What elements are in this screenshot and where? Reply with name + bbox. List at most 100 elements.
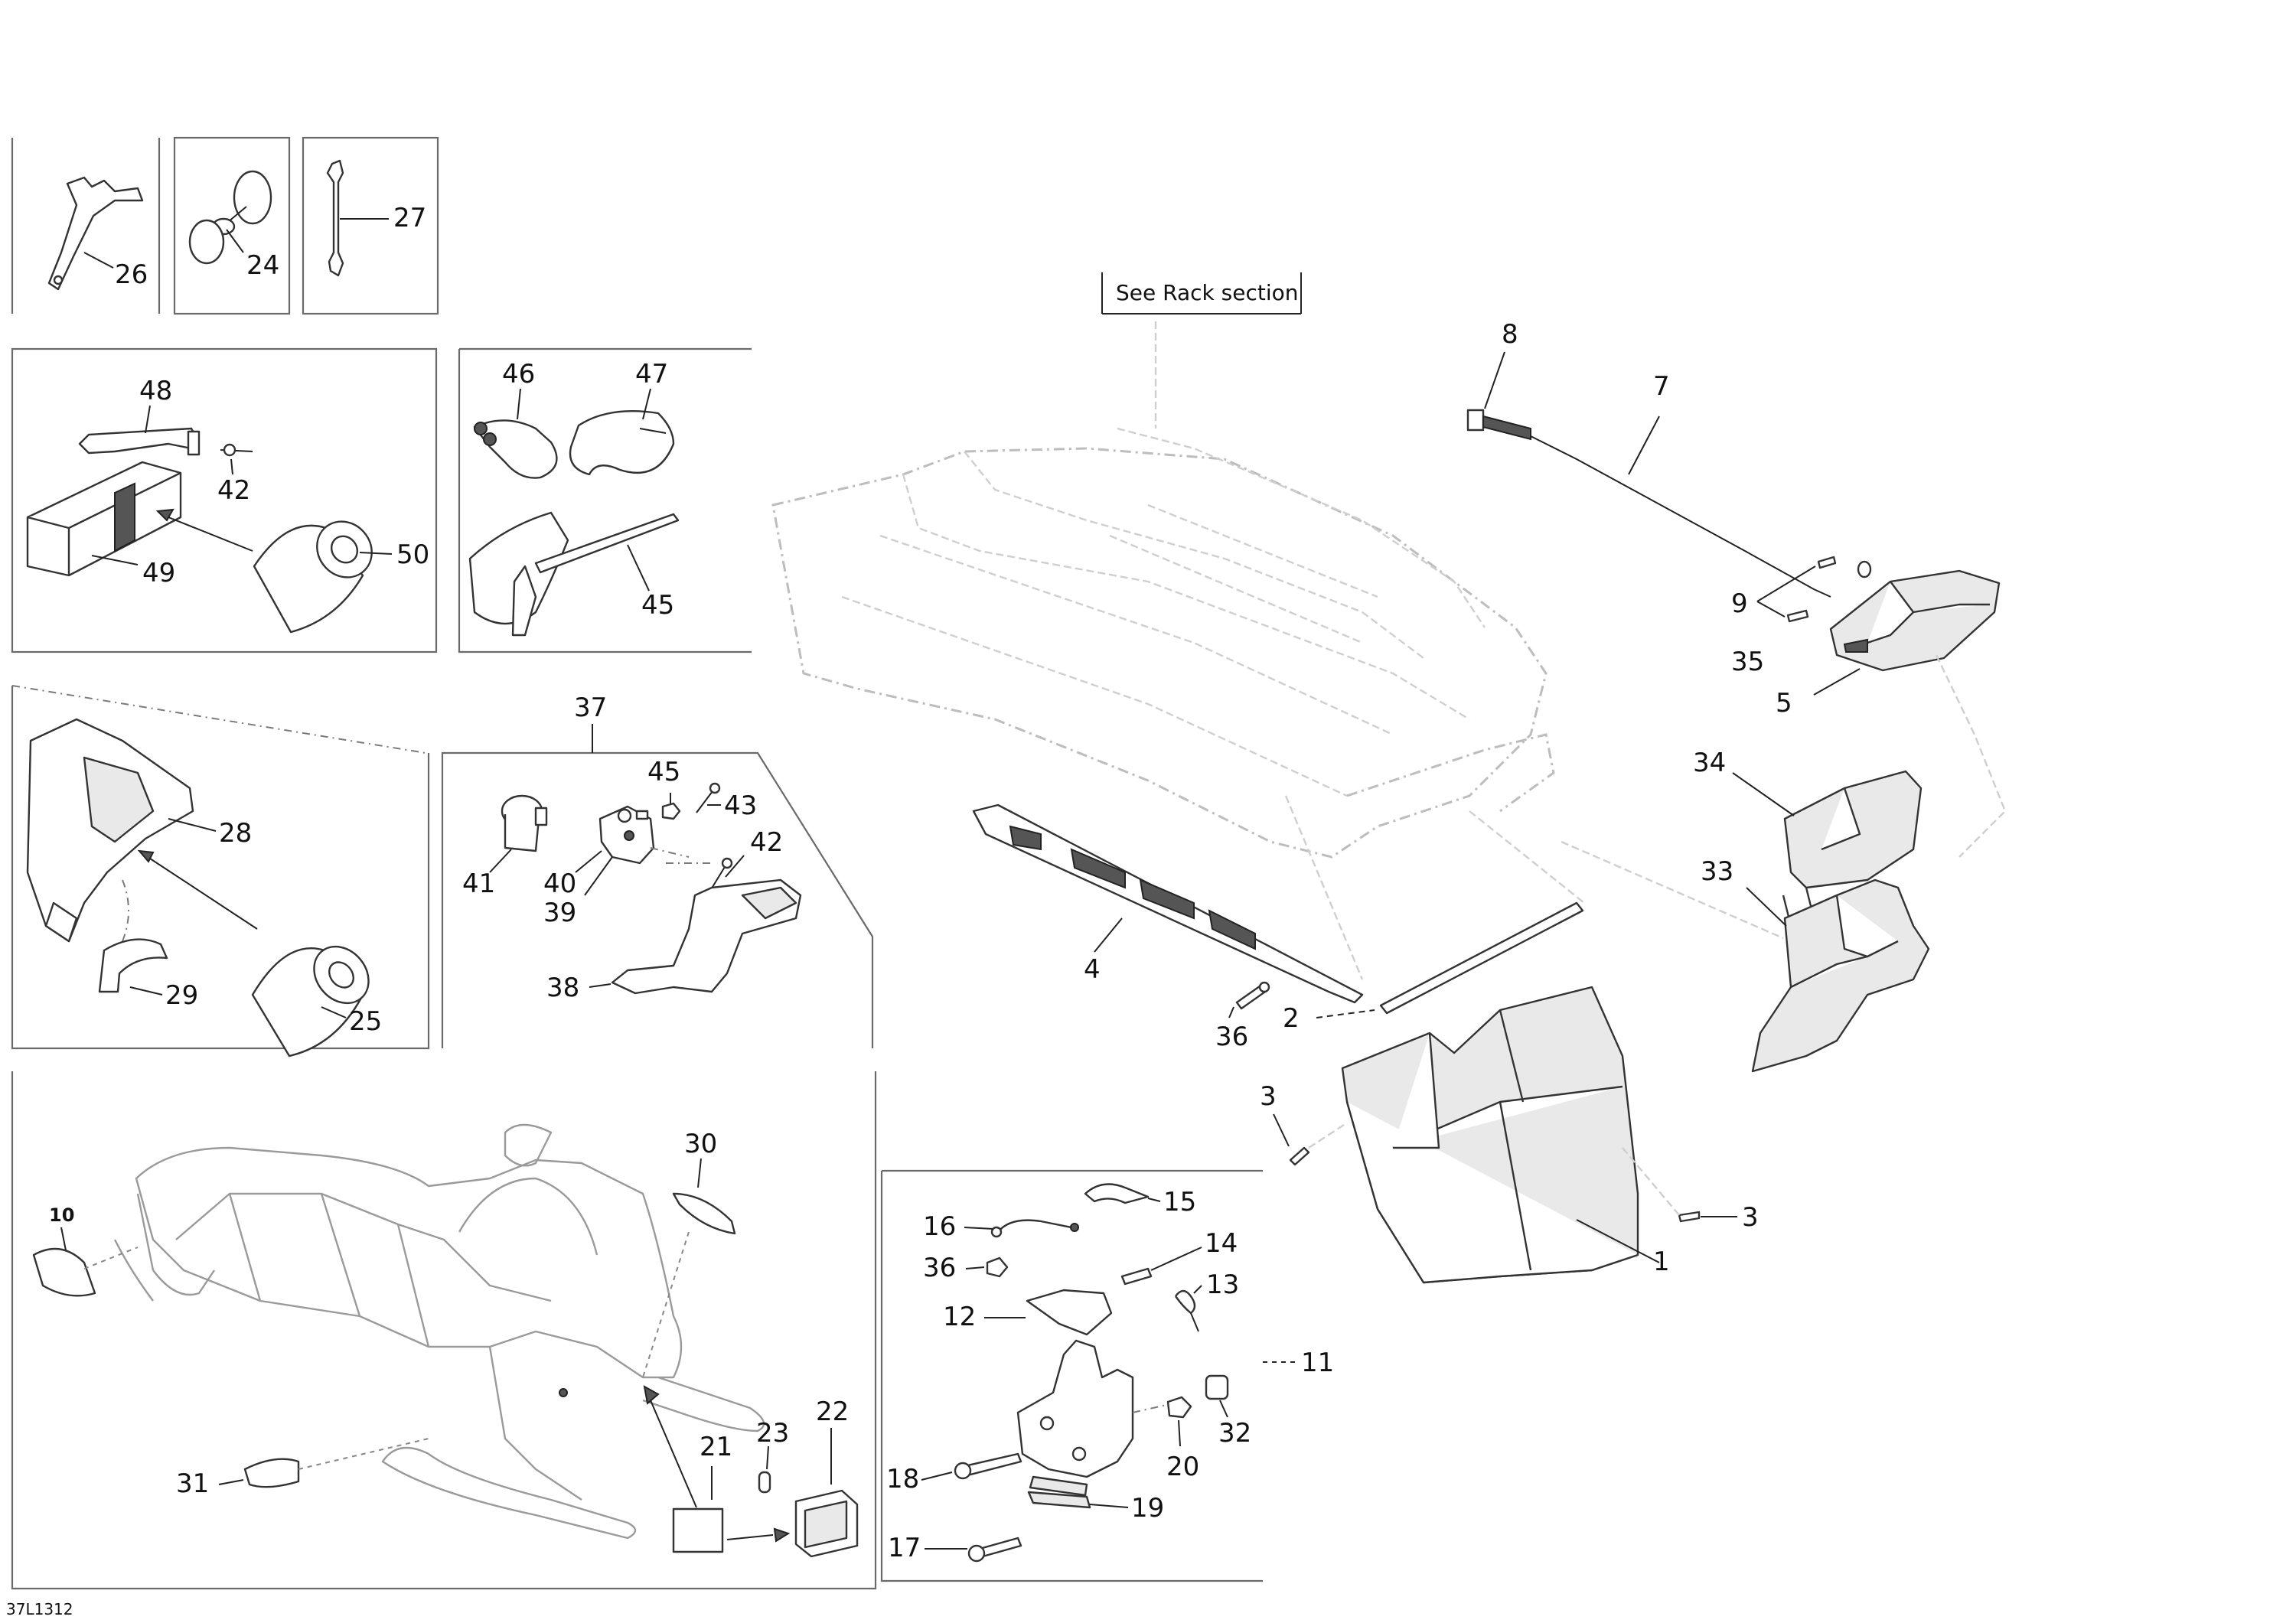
callout-46: 46 [502,359,535,389]
callout-19: 19 [1131,1493,1164,1524]
harness-7-part [1530,435,1831,598]
callout-25: 25 [349,1006,382,1037]
callout-26: 26 [115,259,148,290]
callout-4: 4 [1084,954,1101,985]
screw-3a-part [1289,1146,1310,1166]
spring-13-part [1175,1289,1199,1332]
callout-49: 49 [142,558,175,588]
callout-14: 14 [1205,1228,1238,1259]
callout-27: 27 [393,203,426,233]
callout-37: 37 [574,693,607,723]
callout-8: 8 [1502,319,1518,350]
callout-29: 29 [165,980,198,1011]
plate-19-part [1027,1491,1091,1509]
latch-12-part [1026,1289,1113,1336]
bolt-17-part [967,1537,1022,1563]
snowmobile-outline [113,1123,765,1540]
nut-45-part [661,802,681,820]
callout-20: 20 [1166,1452,1199,1482]
callout-34: 34 [1693,748,1726,778]
callout-40: 40 [543,869,576,899]
callout-42a: 42 [217,475,250,506]
callout-23: 23 [756,1418,789,1449]
screw-42b-part [709,857,733,891]
clamp-41-part [501,794,548,852]
callout-17: 17 [888,1533,921,1563]
lighting-kit-box [11,686,430,1050]
callout-9: 9 [1731,588,1748,619]
callout-36b: 36 [923,1253,956,1283]
callout-15: 15 [1163,1187,1196,1217]
callout-21: 21 [700,1432,732,1462]
tail-light-5-part [1829,569,2001,672]
pin-15-part [1084,1183,1150,1204]
rear-flap-1-part [1341,986,1639,1284]
callout-16: 16 [923,1211,956,1242]
callout-45b: 45 [647,757,680,787]
strap-47-part [569,410,675,476]
bracket-38-part [611,878,802,995]
screw-3b-part [1678,1211,1701,1223]
decal-10-part [32,1247,96,1297]
mount-33-part [1751,878,1930,1073]
sled-overview-box [11,1071,877,1590]
callout-36a: 36 [1215,1022,1248,1052]
callout-35: 35 [1731,647,1764,677]
rack-ghost-outline [771,427,1555,859]
lighting-kit-box-dash [11,685,426,754]
callout-33: 33 [1701,856,1733,887]
nut-20-part [1166,1396,1192,1419]
lanyard-16-part [990,1219,1079,1238]
callout-11: 11 [1301,1348,1334,1378]
hitch-kit-box [880,1169,1263,1582]
spray-can-25-part [251,945,370,1058]
callout-10: 10 [49,1204,74,1226]
callout-18: 18 [886,1464,919,1494]
bolt-18-part [954,1452,1022,1480]
battery-49-part [26,461,182,577]
bushing-32-part [1205,1374,1229,1400]
callout-2: 2 [1283,1003,1300,1034]
disc-tool-part [188,170,272,265]
connector-8-part [1466,409,1531,441]
strip-2-part [1379,901,1584,1015]
callout-1: 1 [1653,1247,1670,1277]
callout-38: 38 [546,973,579,1003]
strap-46-part [473,419,558,479]
screw-42-part [220,443,253,457]
callout-30: 30 [684,1129,717,1159]
callout-32: 32 [1218,1418,1251,1449]
spanner-wrench-part [47,176,144,291]
housing-34-part [1782,770,1923,927]
lens-29-part [98,938,168,993]
callout-22: 22 [816,1396,849,1427]
bolt-36a-part [1235,981,1270,1010]
callout-31: 31 [176,1468,209,1499]
tool-box-group [11,136,439,315]
callout-5: 5 [1776,688,1792,719]
rack-section-note: See Rack section [1116,280,1298,305]
callout-47: 47 [635,359,668,389]
callout-39: 39 [543,898,576,928]
reflector-21-part [672,1507,724,1553]
headlight-cover-28-part [26,718,194,943]
callout-24: 24 [246,250,279,281]
nut-36b-part [986,1256,1009,1278]
callout-7: 7 [1653,371,1670,402]
figure-code: 37L1312 [6,1600,73,1618]
callout-45a: 45 [641,590,674,621]
callout-28: 28 [219,818,252,849]
callout-13: 13 [1206,1269,1239,1300]
callout-3a: 3 [1260,1081,1277,1112]
side-rail-4-part [972,803,1364,1004]
shovel-kit-box [458,347,752,653]
battery-kit-box [11,347,438,653]
spray-can-50-part [253,520,373,634]
callout-48: 48 [139,376,172,406]
callout-3b: 3 [1742,1202,1759,1233]
open-end-wrench-part [326,159,344,277]
bracket-48-part [78,427,201,456]
pin-14-part [1120,1267,1153,1286]
switch-39-40-part [598,805,655,865]
